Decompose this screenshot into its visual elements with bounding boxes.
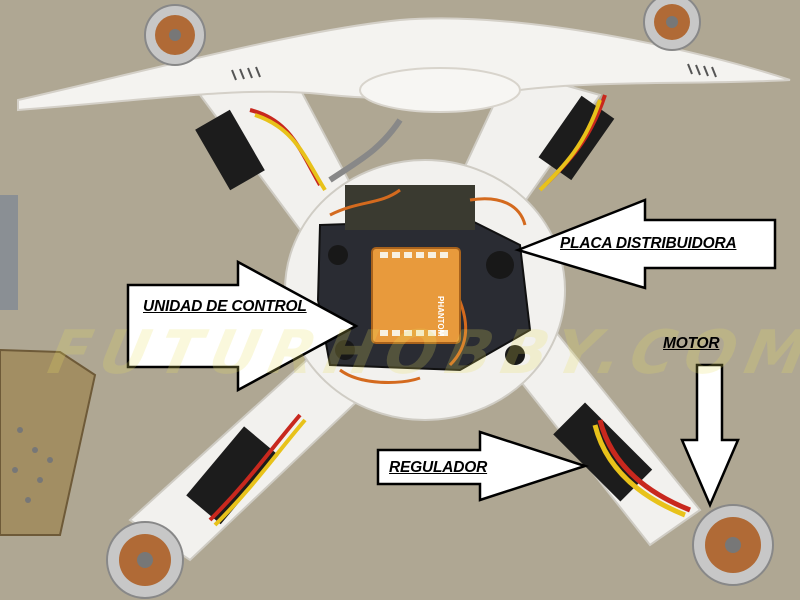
canopy-vents-right	[687, 63, 717, 78]
esc-front-right	[538, 94, 615, 192]
arrow-placa-distribuidora	[514, 198, 777, 290]
esc-rear-right	[553, 402, 691, 518]
motor-rear-right	[692, 504, 774, 586]
fc-brand-text: PHANTOM	[436, 296, 445, 337]
screw-tray	[0, 348, 97, 536]
flight-controller: PHANTOM	[371, 247, 461, 344]
motor-rear-left	[106, 521, 184, 599]
canopy-dome	[359, 67, 521, 113]
canopy-vents-left	[231, 66, 261, 81]
motor-front-left	[144, 4, 206, 66]
esc-rear-left	[186, 413, 307, 527]
arrow-motor	[680, 363, 740, 509]
label-unidad-de-control: UNIDAD DE CONTROL	[143, 298, 307, 315]
gray-case-edge	[0, 195, 18, 310]
label-placa-distribuidora: PLACA DISTRIBUIDORA	[560, 235, 737, 252]
top-canopy	[17, 17, 791, 112]
label-regulador: REGULADOR	[389, 459, 488, 476]
arrow-regulador	[376, 430, 590, 502]
arrow-unidad-de-control	[126, 259, 359, 393]
label-motor: MOTOR	[663, 335, 720, 352]
motor-front-right	[643, 0, 701, 51]
esc-front-left	[195, 108, 327, 192]
